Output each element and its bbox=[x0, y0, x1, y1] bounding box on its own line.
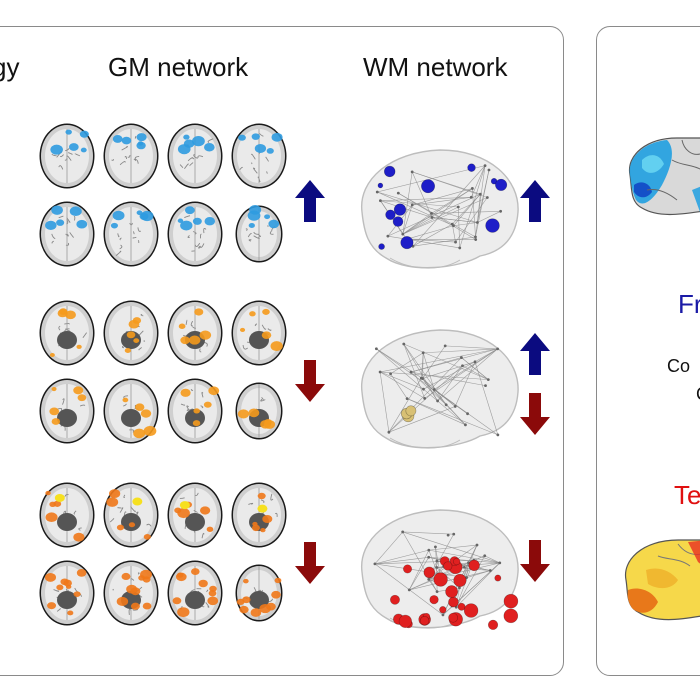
wm-node bbox=[403, 564, 413, 574]
wm-node bbox=[392, 216, 404, 227]
gm-slices-row-1 bbox=[38, 123, 290, 273]
brain-slice bbox=[166, 482, 224, 548]
left-header-clipped: gy bbox=[0, 52, 20, 82]
wm-node bbox=[385, 209, 396, 220]
wm-node bbox=[494, 574, 502, 582]
wm-node bbox=[467, 163, 476, 172]
wm-node bbox=[495, 178, 508, 191]
wm-node bbox=[384, 165, 396, 178]
brain-slice bbox=[102, 123, 160, 189]
brain-slice bbox=[166, 560, 224, 626]
brain-slice bbox=[166, 123, 224, 189]
down-arrow-icon bbox=[295, 360, 325, 402]
wm-node bbox=[443, 561, 453, 571]
gm-slices-row-3 bbox=[38, 482, 290, 632]
wm-node bbox=[398, 614, 412, 628]
temporal-label-partial: Te bbox=[674, 480, 700, 510]
right-text-line-1-partial: Co bbox=[667, 356, 691, 376]
right-text-line-2-partial: C bbox=[696, 384, 700, 405]
wm-node bbox=[439, 606, 447, 614]
wm-node bbox=[503, 593, 519, 609]
wm-node bbox=[457, 602, 466, 611]
wm-node bbox=[390, 594, 400, 605]
wm-node bbox=[393, 203, 407, 216]
brain-slice bbox=[166, 201, 224, 267]
up-arrow-icon bbox=[520, 180, 550, 222]
brain-slice bbox=[38, 300, 96, 366]
wm-node bbox=[429, 595, 439, 605]
brain-slice bbox=[166, 300, 224, 366]
wm-node bbox=[448, 596, 459, 608]
wm-node bbox=[503, 608, 519, 624]
brain-slice bbox=[166, 378, 224, 444]
wm-network-header: WM network bbox=[363, 52, 508, 82]
wm-network-render-1 bbox=[361, 149, 519, 269]
brain-slice bbox=[38, 123, 96, 189]
up-arrow-icon bbox=[520, 333, 550, 375]
down-arrow-icon bbox=[295, 542, 325, 584]
wm-node bbox=[468, 559, 480, 572]
brain-slice bbox=[102, 201, 160, 267]
wm-node bbox=[419, 616, 430, 626]
brain-slice bbox=[230, 300, 288, 366]
brain-slice bbox=[230, 123, 288, 189]
brain-slice bbox=[38, 560, 96, 626]
brain-slice bbox=[230, 560, 288, 626]
wm-network-render-3 bbox=[361, 509, 519, 630]
frontal-label-partial: Fr bbox=[678, 289, 700, 319]
wm-node bbox=[453, 573, 467, 587]
brain-slice bbox=[230, 378, 288, 444]
brain-slice bbox=[38, 201, 96, 267]
temporal-brain-surface bbox=[624, 539, 700, 621]
brain-slice bbox=[102, 300, 160, 366]
down-arrow-icon bbox=[520, 393, 550, 435]
brain-slice bbox=[230, 482, 288, 548]
wm-node bbox=[452, 557, 461, 566]
wm-node bbox=[421, 179, 436, 194]
brain-slice bbox=[102, 378, 160, 444]
wm-node bbox=[487, 619, 499, 630]
brain-slice bbox=[38, 378, 96, 444]
wm-node bbox=[377, 182, 384, 189]
wm-network-render-2 bbox=[361, 329, 519, 449]
brain-slice bbox=[230, 201, 288, 267]
wm-node bbox=[378, 243, 385, 250]
brain-slice bbox=[102, 482, 160, 548]
wm-node bbox=[400, 236, 414, 250]
down-arrow-icon bbox=[520, 540, 550, 582]
up-arrow-icon bbox=[295, 180, 325, 222]
wm-node bbox=[423, 566, 436, 579]
frontal-brain-surface bbox=[628, 137, 700, 216]
gm-slices-row-2 bbox=[38, 300, 290, 450]
wm-node bbox=[433, 572, 448, 587]
wm-node bbox=[485, 218, 500, 233]
gm-network-header: GM network bbox=[108, 52, 249, 82]
wm-node bbox=[463, 603, 479, 618]
wm-node bbox=[448, 612, 458, 623]
wm-node bbox=[445, 585, 458, 598]
brain-slice bbox=[38, 482, 96, 548]
wm-node bbox=[405, 405, 417, 417]
brain-slice bbox=[102, 560, 160, 626]
